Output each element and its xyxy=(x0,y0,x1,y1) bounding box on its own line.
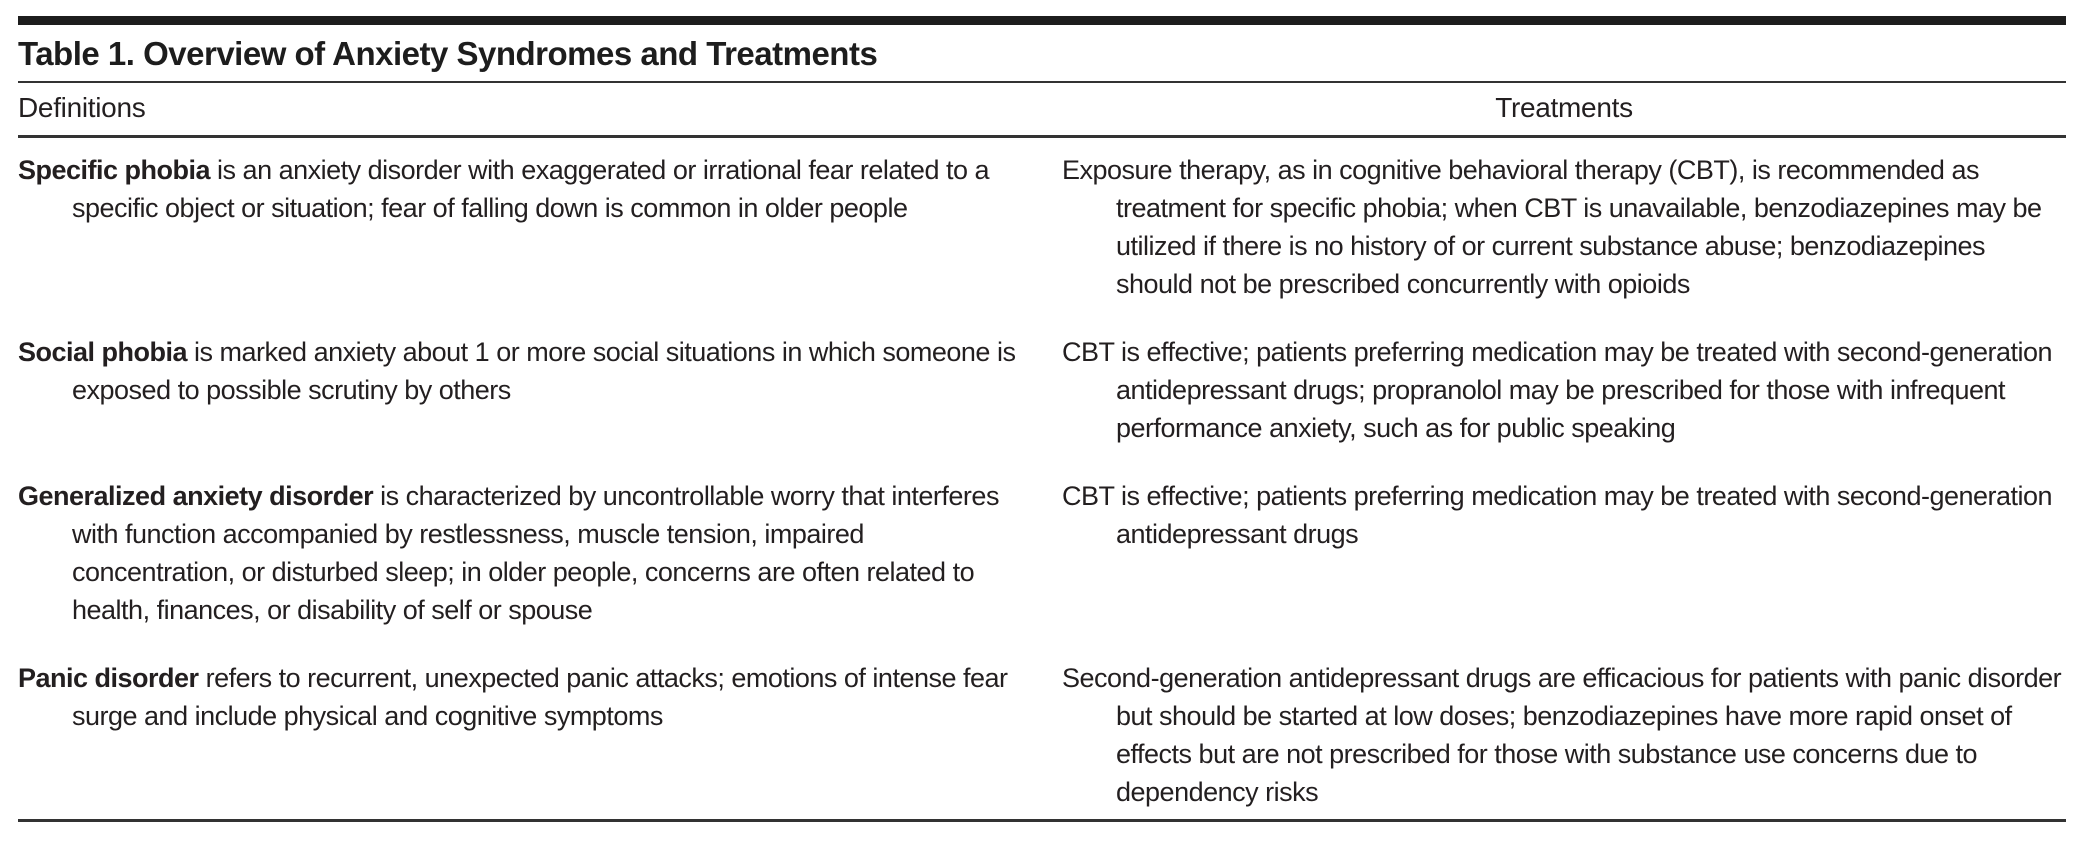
definition-paragraph: Panic disorder refers to recurrent, unex… xyxy=(18,659,1022,735)
treatment-paragraph: Exposure therapy, as in cognitive behavi… xyxy=(1062,154,2042,299)
table-1: Table 1. Overview of Anxiety Syndromes a… xyxy=(18,0,2066,841)
table-row-panic-disorder: Panic disorder refers to recurrent, unex… xyxy=(18,659,2066,811)
table-row-generalized-anxiety-disorder: Generalized anxiety disorder is characte… xyxy=(18,477,2066,629)
definition-text: is marked anxiety about 1 or more social… xyxy=(72,336,1016,405)
column-header-definitions: Definitions xyxy=(18,91,146,123)
definition-paragraph: Generalized anxiety disorder is characte… xyxy=(18,477,1022,629)
treatment-cell: Second-generation antidepressant drugs a… xyxy=(1062,659,2066,811)
definition-text: refers to recurrent, unexpected panic at… xyxy=(72,662,1008,731)
treatment-cell: CBT is effective; patients preferring me… xyxy=(1062,333,2066,447)
treatment-cell: Exposure therapy, as in cognitive behavi… xyxy=(1062,151,2066,303)
syndrome-term: Generalized anxiety disorder xyxy=(18,480,374,511)
table-top-rule xyxy=(18,16,2066,25)
title-divider-rule xyxy=(18,80,2066,83)
table-bottom-rule xyxy=(18,819,2066,822)
definition-cell: Specific phobia is an anxiety disorder w… xyxy=(18,151,1022,303)
column-header-row: Definitions Treatments xyxy=(18,83,2066,135)
table-title: Table 1. Overview of Anxiety Syndromes a… xyxy=(18,35,878,72)
header-divider-rule xyxy=(18,134,2066,138)
definition-cell: Generalized anxiety disorder is characte… xyxy=(18,477,1022,629)
treatment-paragraph: CBT is effective; patients preferring me… xyxy=(1062,336,2053,443)
definition-text: is an anxiety disorder with exaggerated … xyxy=(72,154,990,223)
definition-cell: Panic disorder refers to recurrent, unex… xyxy=(18,659,1022,811)
definition-text: is characterized by uncontrollable worry… xyxy=(72,480,999,625)
treatment-cell: CBT is effective; patients preferring me… xyxy=(1062,477,2066,629)
syndrome-term: Panic disorder xyxy=(18,662,199,693)
treatment-paragraph: Second-generation antidepressant drugs a… xyxy=(1062,662,2062,807)
definition-cell: Social phobia is marked anxiety about 1 … xyxy=(18,333,1022,447)
treatment-paragraph: CBT is effective; patients preferring me… xyxy=(1062,480,2053,549)
table-row-specific-phobia: Specific phobia is an anxiety disorder w… xyxy=(18,151,2066,303)
table-row-social-phobia: Social phobia is marked anxiety about 1 … xyxy=(18,333,2066,447)
syndrome-term: Specific phobia xyxy=(18,154,211,185)
column-header-treatments: Treatments xyxy=(1495,91,1633,123)
definition-paragraph: Social phobia is marked anxiety about 1 … xyxy=(18,333,1022,409)
definition-paragraph: Specific phobia is an anxiety disorder w… xyxy=(18,151,1022,227)
syndrome-term: Social phobia xyxy=(18,336,188,367)
table-body: Specific phobia is an anxiety disorder w… xyxy=(18,138,2066,811)
